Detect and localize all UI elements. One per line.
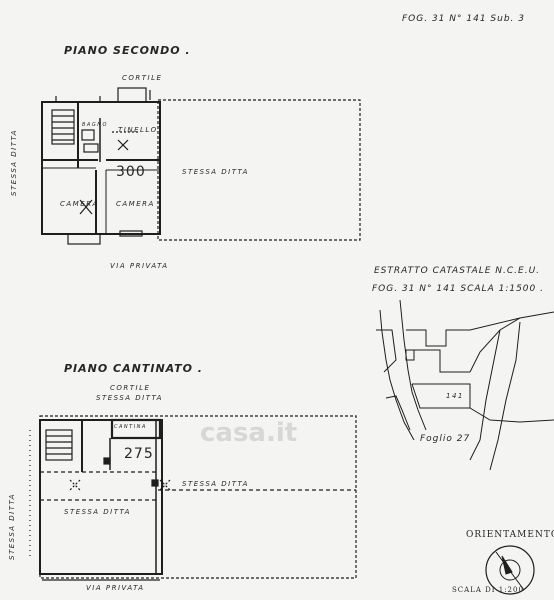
basement-plan <box>29 415 357 581</box>
second-floor-plan <box>41 87 361 245</box>
second-floor-height: 300 <box>116 164 146 180</box>
second-floor-title: PIANO SECONDO . <box>64 44 191 57</box>
room-bedroom-1-label: CAMERA <box>60 200 99 208</box>
basement-courtyard-label: CORTILE <box>110 384 151 392</box>
cellar-label: CANTINA <box>114 424 147 430</box>
extract-title: ESTRATTO CATASTALE N.C.E.U. <box>374 266 541 276</box>
parcel-number: 141 <box>446 392 464 400</box>
basement-top-same-owner-label: STESSA DITTA <box>96 394 163 402</box>
sheet-number: Foglio 27 <box>420 434 471 444</box>
second-floor-side-label: STESSA DITTA <box>10 129 18 196</box>
basement-height: 275 <box>124 446 154 462</box>
basement-street-label: VIA PRIVATA <box>86 584 145 592</box>
second-floor-courtyard-label: CORTILE <box>122 74 163 82</box>
scale-label: SCALA DI 1:200 <box>452 586 524 594</box>
basement-side-label: STESSA DITTA <box>8 493 16 560</box>
room-bath-label: BAGNO <box>82 122 108 128</box>
extract-subtitle: FOG. 31 N° 141 SCALA 1:1500 . <box>372 284 544 294</box>
orientation-label: ORIENTAMENTO <box>466 530 554 540</box>
basement-right-same-owner-label: STESSA DITTA <box>182 480 249 488</box>
second-floor-street-label: VIA PRIVATA <box>110 262 169 270</box>
room-bedroom-2-label: CAMERA <box>116 200 155 208</box>
room-living-label: TINELLO <box>118 126 158 134</box>
cadastral-extract-map <box>376 299 554 471</box>
watermark-logo: casa.it <box>200 418 298 448</box>
basement-title: PIANO CANTINATO . <box>64 362 203 375</box>
orientation-compass <box>485 545 535 595</box>
second-floor-same-owner-label: STESSA DITTA <box>182 168 249 176</box>
sheet-reference: FOG. 31 N° 141 Sub. 3 <box>402 14 525 24</box>
basement-left-same-owner-label: STESSA DITTA <box>64 508 131 516</box>
